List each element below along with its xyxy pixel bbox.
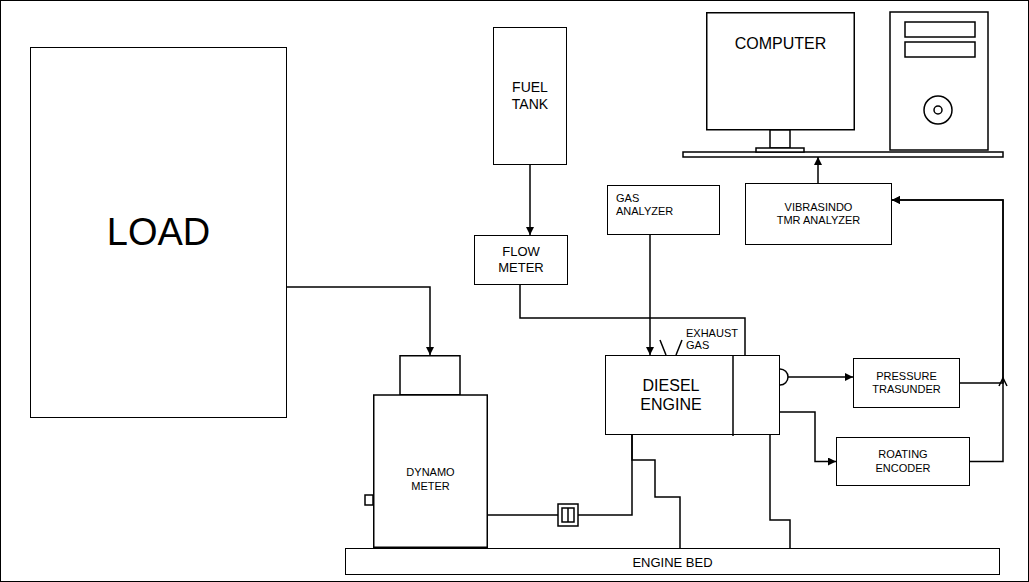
connector xyxy=(488,435,632,515)
dynamometer: DYNAMO METER xyxy=(373,355,488,548)
node-label: PRESSURE TRASUNDER xyxy=(862,370,951,396)
node-label: DIESEL ENGINE xyxy=(620,376,722,414)
gas-analyzer-box: GAS ANALYZER xyxy=(607,185,720,235)
connector xyxy=(892,200,1003,462)
engine-bed: ENGINE BED xyxy=(345,548,1000,575)
connector xyxy=(520,285,745,355)
connector xyxy=(529,165,531,235)
junction-arrow xyxy=(999,378,1007,386)
connector xyxy=(788,376,853,378)
load-box: LOAD xyxy=(30,47,287,418)
node-label: GAS ANALYZER xyxy=(616,192,679,218)
connector xyxy=(817,157,819,183)
computer-outline xyxy=(706,12,855,157)
connector xyxy=(780,412,836,462)
computer-tower xyxy=(890,12,988,150)
shaft-coupling xyxy=(558,504,578,526)
diesel-engine-box: DIESEL ENGINE xyxy=(605,355,780,435)
computer-desk xyxy=(683,152,1003,157)
node-label: COMPUTER xyxy=(735,34,827,53)
node-label: DYNAMO METER xyxy=(398,466,463,492)
exhaust-pipe xyxy=(660,340,682,355)
node-label: FUEL TANK xyxy=(498,79,562,113)
engine-sensor-port xyxy=(780,369,788,385)
exhaust-label: EXHAUST GAS xyxy=(686,327,742,351)
connector xyxy=(649,235,651,355)
engine-supports xyxy=(632,435,790,555)
node-label: FLOW METER xyxy=(489,244,553,275)
node-label: ENGINE BED xyxy=(632,555,712,571)
rotary-encoder-box: ROATING ENCODER xyxy=(836,437,970,486)
fuel-tank-box: FUEL TANK xyxy=(493,27,567,165)
computer-monitor: COMPUTER xyxy=(706,12,855,157)
connector xyxy=(287,287,430,355)
flow-meter-box: FLOW METER xyxy=(474,235,568,285)
pressure-transducer-box: PRESSURE TRASUNDER xyxy=(853,358,960,408)
node-label: VIBRASINDO TMR ANALYZER xyxy=(774,201,863,227)
analyzer-box: VIBRASINDO TMR ANALYZER xyxy=(745,183,892,245)
node-label: ROATING ENCODER xyxy=(862,448,944,474)
connector xyxy=(892,200,1003,383)
dynamo-outline xyxy=(373,355,488,548)
node-label: LOAD xyxy=(107,210,210,256)
